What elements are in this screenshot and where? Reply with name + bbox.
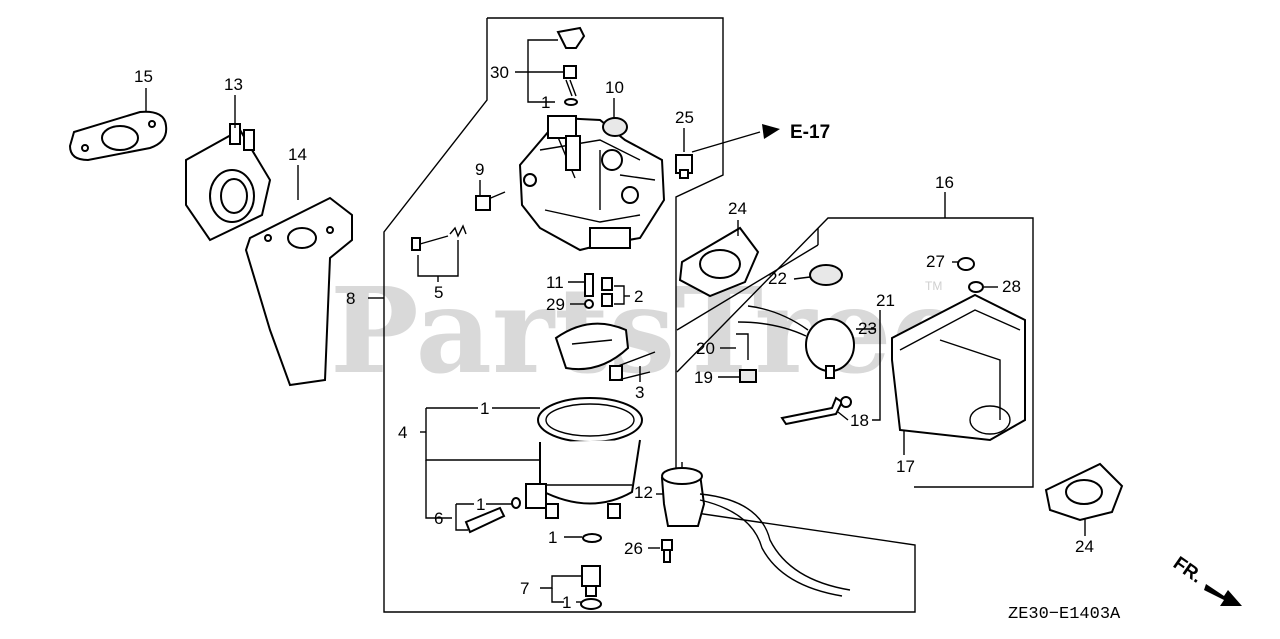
screw-part-30 (556, 26, 586, 106)
carburetor-body (518, 115, 666, 252)
float-chamber-part-4 (525, 397, 643, 519)
leader-lines (145, 39, 1086, 603)
coil-part-23 (737, 305, 855, 379)
callout-6: 6 (434, 509, 443, 528)
gasket-part-24a (678, 226, 760, 298)
callout-17: 17 (896, 457, 915, 476)
insulator-part-13 (185, 123, 272, 242)
direction-label: FR. (1169, 553, 1206, 588)
callout-27: 27 (926, 252, 945, 271)
direction-arrow-icon (1204, 584, 1242, 606)
callout-16: 16 (935, 173, 954, 192)
callout-5: 5 (434, 283, 443, 302)
callout-28: 28 (1002, 277, 1021, 296)
callout-21: 21 (876, 291, 895, 310)
callout-14: 14 (288, 145, 307, 164)
washer-1d (582, 533, 602, 543)
callout-24a: 24 (728, 199, 747, 218)
plate-part-14 (244, 196, 353, 387)
callout-2: 2 (634, 287, 643, 306)
callout-1b: 1 (480, 399, 489, 418)
callout-1d: 1 (548, 528, 557, 547)
callout-26: 26 (624, 539, 643, 558)
plug-part-25 (675, 154, 693, 179)
assembly-border-carburetor (383, 17, 916, 613)
drain-screw-part-6 (464, 497, 521, 534)
reference-arrow-e17: E-17 (691, 122, 830, 153)
callout-30: 30 (490, 63, 509, 82)
bolt-part-26 (661, 539, 673, 563)
callout-20: 20 (696, 339, 715, 358)
callout-8: 8 (346, 289, 355, 308)
cover-part-17 (891, 293, 1026, 442)
callout-24b: 24 (1075, 537, 1094, 556)
callout-25: 25 (675, 108, 694, 127)
callout-18: 18 (850, 411, 869, 430)
bracket-part-18 (780, 396, 852, 426)
cap-part-10 (602, 117, 628, 137)
callout-29: 29 (546, 295, 565, 314)
pin-part-20 (736, 333, 749, 360)
callout-4: 4 (398, 423, 407, 442)
watermark-text: PartsTree (330, 261, 967, 400)
jet-parts-2-11-29 (584, 273, 613, 309)
assembly-border-inner (676, 244, 819, 331)
callout-19: 19 (694, 368, 713, 387)
direction-indicator: FR. (1169, 553, 1242, 606)
reference-label-e17: E-17 (790, 122, 830, 143)
callout-10: 10 (605, 78, 624, 97)
callout-7: 7 (520, 579, 529, 598)
screw-part-9 (475, 191, 506, 211)
washer-part-28 (968, 281, 984, 293)
bolt-part-7 (580, 565, 602, 610)
callout-15: 15 (134, 67, 153, 86)
float-part-3 (554, 322, 656, 381)
callout-22: 22 (768, 269, 787, 288)
callout-9: 9 (475, 160, 484, 179)
grommet-part-22 (809, 264, 843, 286)
callout-1e: 1 (562, 593, 571, 612)
callout-13: 13 (224, 75, 243, 94)
callout-12: 12 (634, 483, 653, 502)
gasket-part-15 (68, 110, 168, 162)
watermark-trademark: TM (925, 279, 942, 293)
callout-1a: 1 (541, 93, 550, 112)
clip-part-19 (739, 369, 757, 383)
nut-part-27 (957, 257, 975, 271)
callout-labels: 15 13 14 30 1 10 25 9 5 8 11 29 2 3 1 4 … (134, 63, 1094, 612)
screw-part-5 (411, 224, 467, 251)
callout-1c: 1 (476, 495, 485, 514)
gasket-part-24b (1044, 462, 1124, 522)
solenoid-part-12 (660, 462, 851, 597)
diagram-code: ZE30−E1403A (1008, 605, 1121, 624)
callout-11: 11 (546, 273, 564, 292)
callout-3: 3 (635, 383, 644, 402)
callout-23: 23 (858, 319, 877, 338)
